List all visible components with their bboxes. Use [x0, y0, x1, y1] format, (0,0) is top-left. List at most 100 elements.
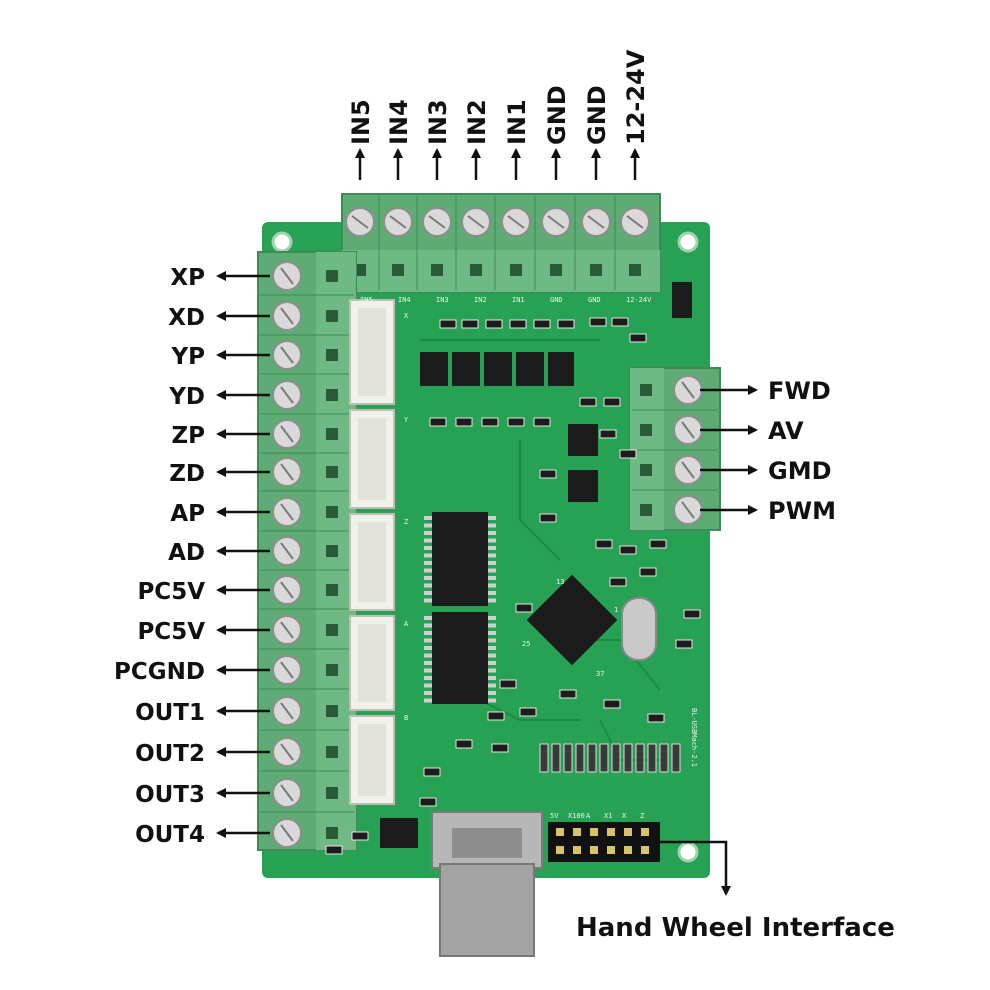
silk-hw-label: X100: [568, 812, 585, 820]
smd-part: [515, 603, 533, 613]
left-terminal-label: ZP: [171, 423, 205, 449]
left-terminal-label: YD: [168, 384, 205, 410]
smd-part: [603, 699, 621, 709]
opto-4: [516, 352, 544, 386]
left-terminal-label: OUT4: [135, 822, 205, 848]
top-terminal-label: 12-24V: [622, 49, 650, 145]
right-terminal-block: [629, 367, 721, 531]
left-terminal-label: AP: [170, 501, 205, 527]
silk-top-label: IN3: [436, 296, 449, 304]
smd-part: [481, 417, 499, 427]
chip-pins-1: [424, 516, 496, 703]
smd-part: [619, 545, 637, 555]
smd-part: [611, 317, 629, 327]
left-terminal-label: OUT2: [135, 741, 205, 767]
left-terminal-block: [257, 251, 357, 851]
opto-1: [420, 352, 448, 386]
silk-top-label: 12-24V: [626, 296, 652, 304]
silk-top-label: IN1: [512, 296, 525, 304]
right-terminal-label: PWM: [768, 497, 836, 525]
smd-part: [429, 417, 447, 427]
silk-top-label: GND: [550, 296, 563, 304]
top-terminal-label: IN4: [385, 99, 413, 145]
smd-part: [439, 319, 457, 329]
driver-chip-2: [432, 612, 488, 704]
smd-row: [539, 743, 681, 773]
pwm-chip-1: [568, 424, 598, 456]
smd-part: [579, 397, 597, 407]
smd-part: [629, 333, 647, 343]
smd-part: [539, 513, 557, 523]
top-terminal-label: IN5: [347, 99, 375, 145]
top-terminal-label: IN1: [503, 99, 531, 145]
smd-part: [351, 831, 369, 841]
driver-chip-1: [432, 512, 488, 606]
opto-2: [452, 352, 480, 386]
silk-top-label: IN5: [360, 296, 373, 304]
fuse: [672, 282, 692, 318]
left-terminal-label: XP: [170, 265, 205, 291]
silk-axis-letter: B: [404, 714, 408, 722]
smd-part: [639, 567, 657, 577]
left-terminal-label: PC5V: [137, 579, 205, 605]
smd-part: [519, 707, 537, 717]
smd-part: [423, 767, 441, 777]
top-terminal-label: IN2: [463, 99, 491, 145]
silk-hw-label: 5V: [550, 812, 559, 820]
smd-part: [507, 417, 525, 427]
left-labels: XPXDYPYDZPZDAPADPC5VPC5VPCGNDOUT1OUT2OUT…: [114, 265, 270, 848]
pwm-chip-2: [568, 470, 598, 502]
left-terminal-label: XD: [168, 305, 205, 331]
left-terminal-label: AD: [168, 540, 205, 566]
smd-part: [557, 319, 575, 329]
smd-part: [595, 539, 613, 549]
smd-part: [559, 689, 577, 699]
smd-part: [533, 417, 551, 427]
smd-part: [675, 639, 693, 649]
smd-part: [491, 743, 509, 753]
smd-part: [455, 739, 473, 749]
smd-part: [539, 469, 557, 479]
smd-part: [461, 319, 479, 329]
hand-wheel-callout: Hand Wheel Interface: [576, 840, 895, 943]
smd-components: [325, 317, 701, 855]
smd-part: [499, 679, 517, 689]
smd-part: [455, 417, 473, 427]
silk-top-label: GND: [588, 296, 601, 304]
top-terminal-label: IN3: [424, 99, 452, 145]
silk-hw-label: X1: [604, 812, 612, 820]
silk-hw-label: A: [586, 812, 591, 820]
opto-3: [484, 352, 512, 386]
top-labels: IN5 IN4 IN3 IN2 IN1 GND GND 12-24V: [347, 49, 650, 180]
opto-5: [548, 352, 574, 386]
smd-part: [487, 711, 505, 721]
left-terminal-label: ZD: [169, 461, 205, 487]
smd-part: [509, 319, 527, 329]
silk-chip-number: 25: [522, 640, 530, 648]
regulator: [380, 818, 418, 848]
board-id: BL-USBMach-2.1: [690, 708, 698, 767]
left-terminal-label: PCGND: [114, 659, 205, 685]
smd-part: [485, 319, 503, 329]
silk-axis-letter: A: [404, 620, 409, 628]
top-terminal-label: GND: [583, 85, 611, 145]
silk-axis-letter: X: [404, 312, 409, 320]
crystal: [621, 597, 657, 661]
usb-connector: [431, 811, 543, 957]
right-terminal-label: AV: [768, 417, 804, 445]
hand-wheel-header: [548, 822, 660, 862]
silk-top-label: IN4: [398, 296, 411, 304]
hand-wheel-label: Hand Wheel Interface: [576, 913, 895, 943]
silk-chip-number: 37: [596, 670, 604, 678]
smd-part: [609, 577, 627, 587]
smd-part: [683, 609, 701, 619]
silk-chip-number: 1: [614, 606, 618, 614]
silk-hw-label: Z: [640, 812, 644, 820]
right-terminal-label: FWD: [768, 377, 831, 405]
silk-axis-letter: Y: [404, 416, 409, 424]
smd-part: [419, 797, 437, 807]
top-terminal-label: GND: [543, 85, 571, 145]
